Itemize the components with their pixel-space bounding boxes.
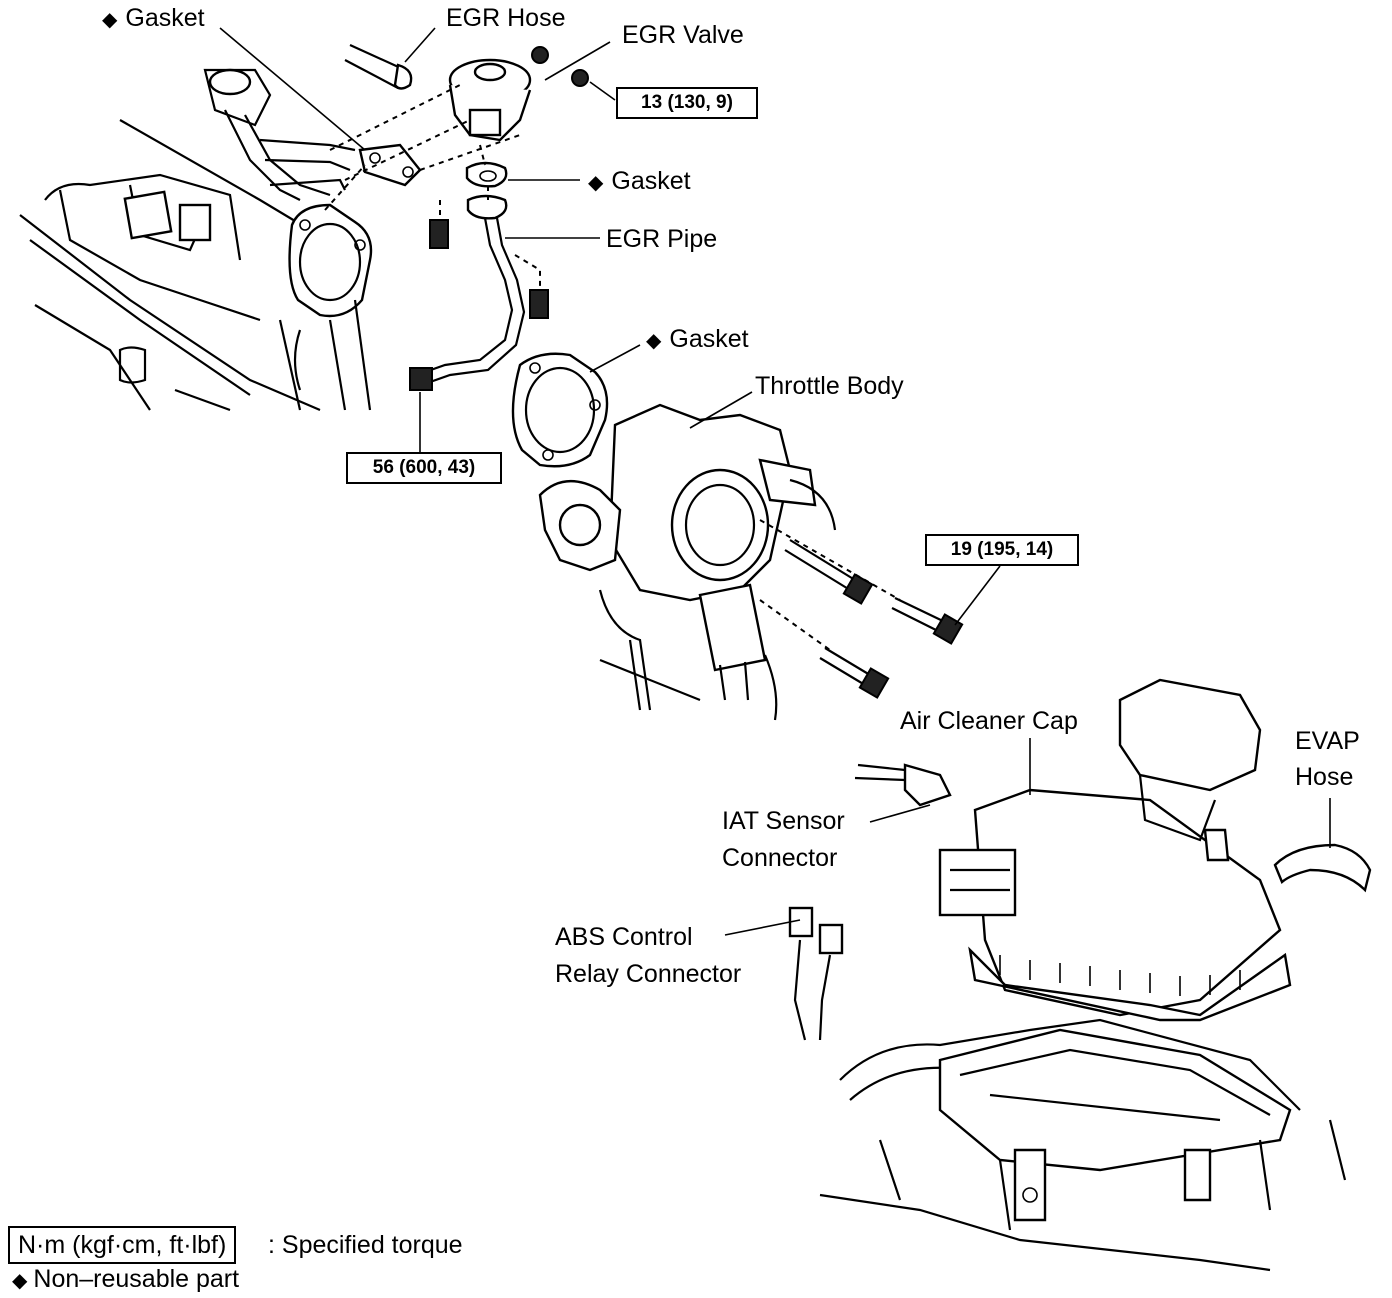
- non-reusable-icon: ◆: [646, 330, 662, 352]
- assembly-lines: [324, 84, 901, 651]
- iat-connector-drawing: [854, 763, 952, 807]
- abs-relay-label-line1: ABS Control: [555, 923, 693, 951]
- torque-egr-valve-nut: 13 (130, 9): [616, 87, 758, 119]
- abs-connector-drawing: [788, 906, 844, 1041]
- torque-egr-pipe-union: 56 (600, 43): [346, 452, 502, 484]
- egr-hose-drawing: [344, 43, 413, 90]
- air-cleaner-cap-drawing: [938, 678, 1292, 1022]
- leader-lines: [219, 27, 1331, 936]
- throttle-body-drawing: [538, 403, 837, 721]
- gasket-label-text: Gasket: [669, 325, 749, 353]
- gasket-label-text: Gasket: [125, 4, 205, 32]
- air-cleaner-cap-label: Air Cleaner Cap: [900, 707, 1078, 735]
- torque-throttle-body-bolt: 19 (195, 14): [925, 534, 1079, 566]
- legend-torque-desc: : Specified torque: [268, 1231, 463, 1259]
- evap-hose-label-line2: Hose: [1295, 763, 1354, 791]
- iat-sensor-label-line2: Connector: [722, 844, 838, 872]
- non-reusable-icon: ◆: [588, 172, 604, 194]
- abs-relay-label-line2: Relay Connector: [555, 960, 742, 988]
- non-reusable-icon: ◆: [102, 9, 118, 31]
- egr-hose-label: EGR Hose: [446, 4, 566, 32]
- egr-gaskets-drawing: [358, 143, 508, 188]
- evap-hose-drawing: [1273, 843, 1372, 893]
- throttle-body-label: Throttle Body: [755, 372, 904, 400]
- non-reusable-icon: ◆: [12, 1270, 28, 1292]
- intake-manifold-drawing: [19, 68, 373, 412]
- egr-pipe-label: EGR Pipe: [606, 225, 718, 253]
- air-cleaner-case-drawing: [819, 1018, 1347, 1272]
- legend-non-reusable-text: Non–reusable part: [33, 1265, 240, 1293]
- iat-sensor-label-line1: IAT Sensor: [722, 807, 845, 835]
- gasket-egr-valve-label: ◆ Gasket: [588, 166, 691, 198]
- throttle-gasket-drawing: [511, 352, 609, 468]
- gasket-throttle-label: ◆ Gasket: [646, 324, 749, 356]
- egr-valve-drawing: [448, 46, 589, 142]
- gasket-label-text: Gasket: [611, 167, 691, 195]
- egr-valve-label: EGR Valve: [622, 21, 744, 49]
- egr-pipe-drawing: [409, 194, 549, 391]
- gasket-egr-hose-label: ◆ Gasket: [102, 3, 205, 35]
- legend-torque-units: N·m (kgf·cm, ft·lbf): [8, 1226, 237, 1264]
- throttle-bolts-drawing: [784, 539, 964, 699]
- evap-hose-label-line1: EVAP: [1295, 727, 1360, 755]
- legend-non-reusable: ◆Non–reusable part: [12, 1262, 239, 1298]
